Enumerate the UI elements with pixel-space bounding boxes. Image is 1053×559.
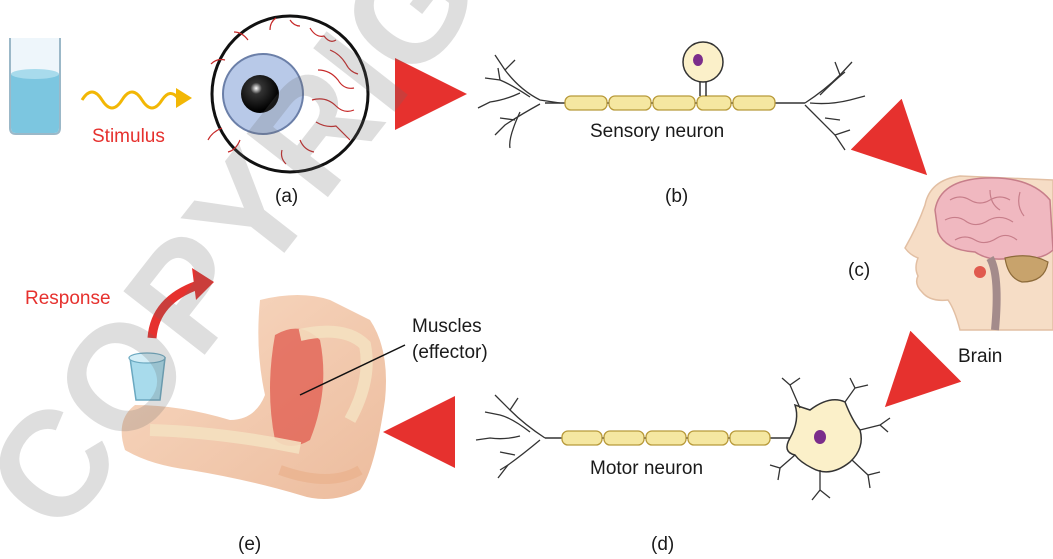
stimulus-wave-icon [82,88,192,108]
caption-a: (a) [275,186,298,208]
motor-neuron-icon [476,378,890,500]
caption-d: (d) [651,534,674,556]
brain-label: Brain [958,346,1002,368]
arm-muscle-icon [122,295,405,499]
motor-neuron-label: Motor neuron [590,458,703,480]
caption-c: (c) [848,260,870,282]
sensory-neuron-label: Sensory neuron [590,121,724,143]
caption-b: (b) [665,186,688,208]
caption-e: (e) [238,534,261,556]
stimulus-label: Stimulus [92,126,165,148]
eye-icon [208,16,368,172]
response-arrow-icon [152,268,214,338]
cup-icon [129,353,165,400]
response-label: Response [25,288,111,310]
effector-label: (effector) [412,342,488,364]
brain-head-icon [905,176,1053,330]
flow-arrow-b-c [886,134,908,156]
water-glass-icon [10,38,60,134]
flow-arrow-c-d [904,368,924,388]
muscles-label: Muscles [412,316,482,338]
